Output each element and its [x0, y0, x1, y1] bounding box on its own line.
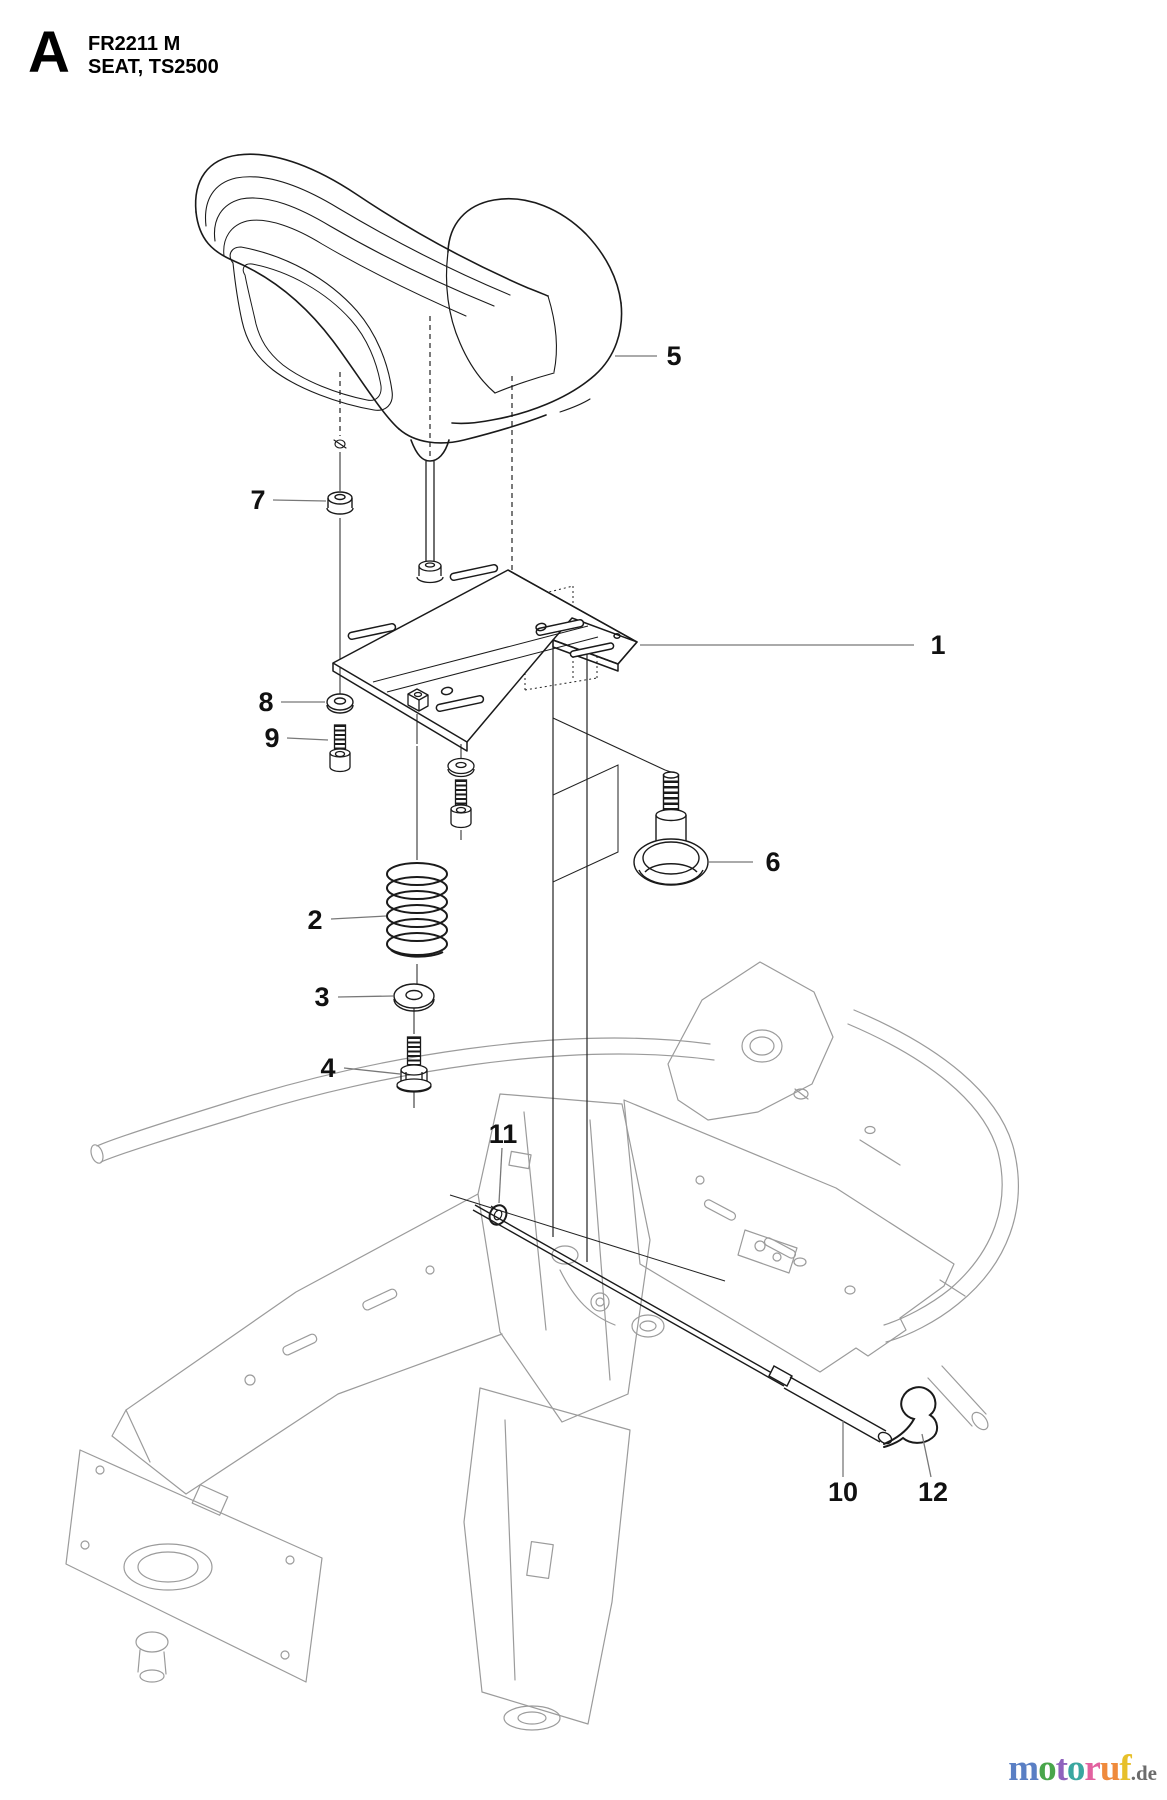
ring-clip: [488, 1204, 508, 1226]
watermark-letter: u: [1099, 1748, 1121, 1789]
callout-5-label: 5: [666, 341, 681, 371]
callout-9-label: 9: [264, 723, 279, 753]
callout-9-leader: [286, 737, 329, 741]
stud-flange-nut: [416, 560, 444, 584]
callout-6-label: 6: [765, 847, 780, 877]
callout-11-leader: [498, 1147, 503, 1204]
callout-2-leader: [330, 915, 387, 920]
callout-8-label: 8: [258, 687, 273, 717]
watermark-letter: o: [1066, 1748, 1085, 1789]
bolt-9: [329, 724, 351, 773]
seat-stud: [333, 439, 347, 449]
callout-7-leader: [272, 499, 327, 502]
section-name: SEAT, TS2500: [88, 56, 219, 78]
spring: [386, 862, 448, 958]
callout-1-label: 1: [930, 630, 945, 660]
watermark-letter: o: [1038, 1748, 1056, 1789]
seat-bracket-plate: [332, 563, 638, 752]
seat-nut: [326, 491, 354, 515]
callout-2-label: 2: [307, 905, 322, 935]
knob-bolt: [633, 771, 709, 886]
callout-12-leader: [921, 1433, 932, 1478]
callout-3-leader: [337, 995, 394, 998]
watermark-letter: f: [1119, 1748, 1131, 1789]
callout-3-label: 3: [314, 982, 329, 1012]
diagram-header: FR2211 M SEAT, TS2500: [88, 33, 219, 79]
callout-12-label: 12: [918, 1477, 948, 1507]
washer-8: [326, 693, 354, 714]
callout-4-label: 4: [320, 1053, 335, 1083]
watermark-letter: m: [1008, 1748, 1039, 1789]
cotter-pin: [883, 1386, 938, 1448]
motoruf-watermark-logo: motoruf.de: [1008, 1747, 1157, 1790]
bolt-4: [396, 1036, 432, 1093]
callout-11-label: 11: [489, 1119, 518, 1149]
plate-slots: [347, 563, 615, 713]
callout-4-leader: [343, 1067, 401, 1075]
watermark-letter: t: [1055, 1748, 1068, 1789]
callout-10-label: 10: [828, 1477, 858, 1507]
watermark-letter: r: [1084, 1748, 1100, 1789]
diagram-letter: A: [28, 20, 70, 85]
washer-3: [393, 983, 435, 1012]
rod: [472, 1204, 893, 1445]
watermark-tld: .de: [1130, 1761, 1157, 1785]
plate-square-nut: [407, 688, 429, 712]
seat-illustration: [194, 153, 623, 462]
chassis-frame-illustration: [65, 961, 1019, 1731]
callout-7-label: 7: [250, 485, 265, 515]
model-name: FR2211 M: [88, 33, 181, 55]
washer-bolt-pair: [447, 757, 475, 829]
